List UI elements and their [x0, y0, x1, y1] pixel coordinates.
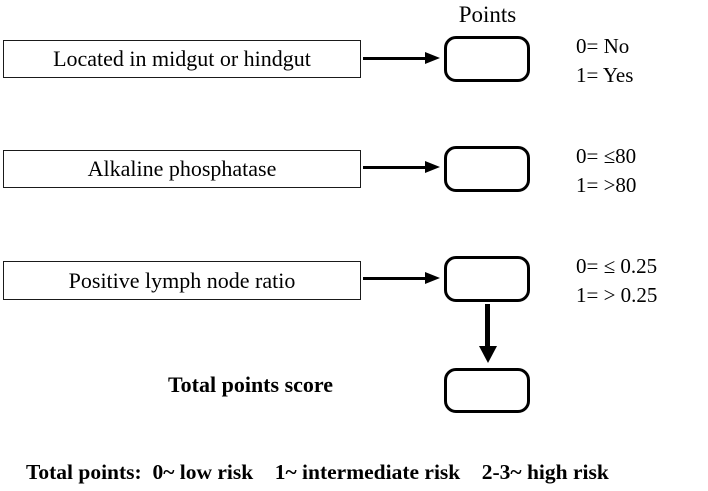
score-zero-label: 0= ≤ 0.25	[576, 254, 658, 278]
arrow-shaft	[485, 304, 490, 348]
factor-box-alkaline-phosphatase: Alkaline phosphatase	[3, 150, 361, 188]
score-legend-1: 0= No 1= Yes	[576, 32, 633, 90]
arrow-head-icon	[425, 272, 440, 284]
points-input-box-2[interactable]	[444, 146, 530, 192]
arrow-factor-to-points-3	[363, 271, 441, 287]
score-zero-label: 0= ≤80	[576, 144, 637, 168]
points-column-header: Points	[458, 2, 517, 27]
total-points-box[interactable]	[444, 368, 530, 413]
arrow-head-icon	[425, 161, 440, 173]
factor-box-midgut-hindgut: Located in midgut or hindgut	[3, 40, 361, 78]
arrow-points-to-total	[479, 304, 497, 364]
points-input-box-3[interactable]	[444, 256, 530, 302]
score-legend-2: 0= ≤80 1= >80	[576, 142, 636, 200]
score-one-label: 1= >80	[576, 173, 637, 197]
factor-label: Alkaline phosphatase	[87, 156, 277, 181]
arrow-factor-to-points-1	[363, 51, 441, 67]
score-one-label: 1= > 0.25	[576, 283, 658, 307]
arrow-shaft	[363, 166, 427, 169]
arrow-head-icon	[479, 346, 497, 363]
arrow-shaft	[363, 277, 427, 280]
score-zero-label: 0= No	[576, 34, 630, 58]
score-legend-3: 0= ≤ 0.25 1= > 0.25	[576, 252, 657, 310]
score-one-label: 1= Yes	[576, 63, 634, 87]
arrow-head-icon	[425, 52, 440, 64]
arrow-shaft	[363, 57, 427, 60]
arrow-factor-to-points-2	[363, 160, 441, 176]
factor-label: Located in midgut or hindgut	[53, 46, 311, 71]
factor-label: Positive lymph node ratio	[68, 267, 296, 293]
total-points-score-label: Total points score	[168, 372, 334, 397]
factor-box-positive-lymph-node-ratio: Positive lymph node ratio	[3, 261, 361, 300]
points-input-box-1[interactable]	[444, 36, 530, 82]
risk-stratification-legend: Total points: 0~ low risk 1~ intermediat…	[26, 460, 609, 484]
